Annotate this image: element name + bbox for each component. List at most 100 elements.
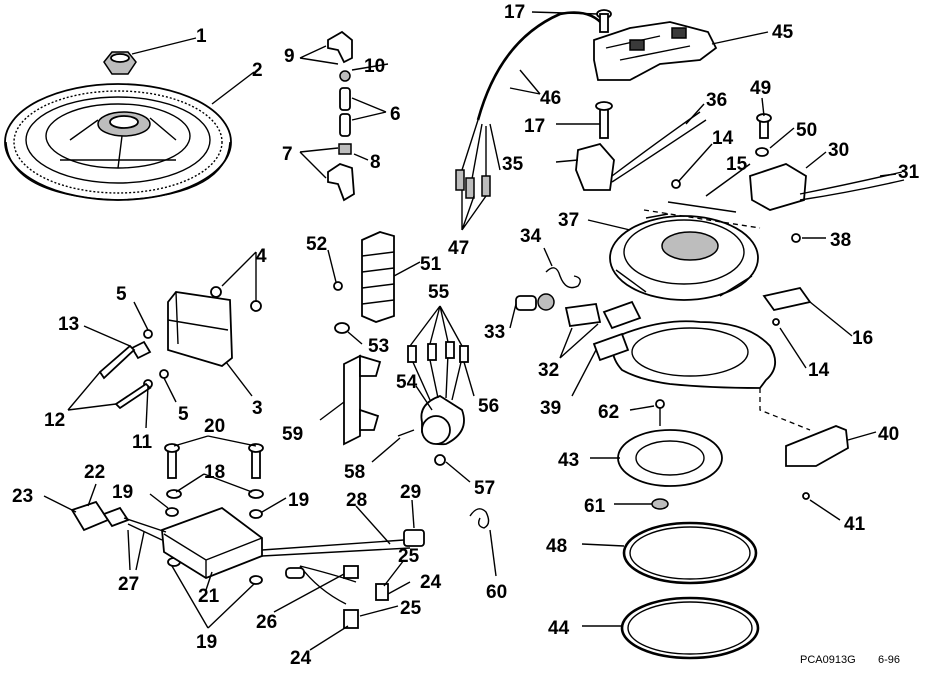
callout-15: 15 (726, 154, 748, 175)
wire-clip (469, 508, 490, 529)
caption-code: PCA0913G (800, 654, 856, 666)
callout-24a: 24 (420, 572, 442, 593)
callout-17b: 17 (524, 116, 545, 137)
callout-16: 16 (852, 328, 873, 349)
callout-56: 56 (478, 396, 499, 417)
callout-34: 34 (520, 226, 542, 247)
callout-10: 10 (364, 56, 385, 77)
retainer-plate (592, 320, 811, 431)
callout-38: 38 (830, 230, 851, 251)
callout-54: 54 (396, 372, 418, 393)
callout-18: 18 (204, 462, 225, 483)
callout-62: 62 (598, 402, 619, 423)
callout-2: 2 (252, 60, 263, 81)
callout-21: 21 (198, 586, 220, 607)
callout-53: 53 (368, 336, 389, 357)
callout-5b: 5 (178, 404, 189, 425)
timer-base (593, 9, 718, 81)
stator-plate (609, 213, 759, 301)
callout-20: 20 (204, 416, 225, 437)
callout-47: 47 (448, 238, 469, 259)
callout-45: 45 (772, 22, 794, 43)
boot-terminal-set (338, 70, 352, 155)
ignition-coil (70, 500, 263, 580)
callout-27: 27 (118, 574, 139, 595)
callout-31: 31 (898, 162, 920, 183)
callout-30: 30 (828, 140, 849, 161)
part-drawings (4, 9, 905, 660)
callout-1: 1 (196, 26, 207, 47)
callout-12: 12 (44, 410, 65, 431)
callout-24b: 24 (290, 648, 312, 669)
callout-51: 51 (420, 254, 442, 275)
callout-28: 28 (346, 490, 367, 511)
callout-4: 4 (256, 246, 267, 267)
callout-35: 35 (502, 154, 524, 175)
callout-labels: 1 2 3 4 5 5 6 7 8 9 10 11 12 13 14 14 15… (12, 2, 920, 669)
callout-14a: 14 (712, 128, 734, 149)
power-pack (98, 286, 262, 410)
callout-5a: 5 (116, 284, 127, 305)
flywheel-nut (103, 51, 137, 75)
flywheel (4, 83, 232, 201)
callout-7: 7 (282, 144, 293, 165)
callout-55: 55 (428, 282, 450, 303)
callout-43: 43 (558, 450, 579, 471)
seal-ring (620, 596, 760, 660)
callout-36: 36 (706, 90, 727, 111)
caption-date: 6-96 (878, 654, 900, 666)
callout-32: 32 (538, 360, 559, 381)
callout-19a: 19 (112, 482, 133, 503)
callout-59: 59 (282, 424, 303, 445)
callout-22: 22 (84, 462, 105, 483)
coil-screws (164, 443, 264, 585)
rectifier (749, 113, 905, 211)
callout-33: 33 (484, 322, 505, 343)
wire-harness (261, 529, 425, 629)
callout-52: 52 (306, 234, 327, 255)
callout-14b: 14 (808, 360, 830, 381)
rectifier-bracket (343, 354, 382, 446)
retaining-ring (622, 521, 758, 585)
terminal-block (333, 231, 395, 334)
callout-40: 40 (878, 424, 899, 445)
callout-13: 13 (58, 314, 79, 335)
callout-58: 58 (344, 462, 365, 483)
callout-50: 50 (796, 120, 817, 141)
plug (515, 293, 555, 311)
callout-6: 6 (390, 104, 401, 125)
callout-37: 37 (558, 210, 579, 231)
callout-11: 11 (132, 432, 153, 453)
support-plate (617, 399, 723, 510)
callout-61: 61 (584, 496, 606, 517)
callout-19b: 19 (288, 490, 309, 511)
callout-60: 60 (486, 582, 507, 603)
callout-25b: 25 (400, 598, 422, 619)
callout-19c: 19 (196, 632, 217, 653)
callout-46: 46 (540, 88, 561, 109)
callout-39: 39 (540, 398, 561, 419)
callout-9: 9 (284, 46, 295, 67)
callout-44: 44 (548, 618, 570, 639)
callout-57: 57 (474, 478, 495, 499)
callout-17a: 17 (504, 2, 525, 23)
spark-plug-boot-lower (327, 163, 355, 202)
figure-caption: PCA0913G 6-96 (800, 654, 900, 666)
trigger-lead-harness (455, 11, 606, 199)
sleeves (564, 300, 642, 330)
callout-49: 49 (750, 78, 771, 99)
callout-48: 48 (546, 536, 567, 557)
callout-23: 23 (12, 486, 33, 507)
callout-29: 29 (400, 482, 421, 503)
leader-lines (43, 11, 897, 651)
callout-8: 8 (370, 152, 381, 173)
callout-41: 41 (844, 514, 866, 535)
callout-25a: 25 (398, 546, 420, 567)
callout-26: 26 (256, 612, 277, 633)
starter-solenoid (397, 341, 469, 466)
sensor (575, 101, 707, 191)
bracket-shim (785, 425, 849, 500)
callout-3: 3 (252, 398, 263, 419)
spark-plug-boot-upper (327, 30, 353, 64)
